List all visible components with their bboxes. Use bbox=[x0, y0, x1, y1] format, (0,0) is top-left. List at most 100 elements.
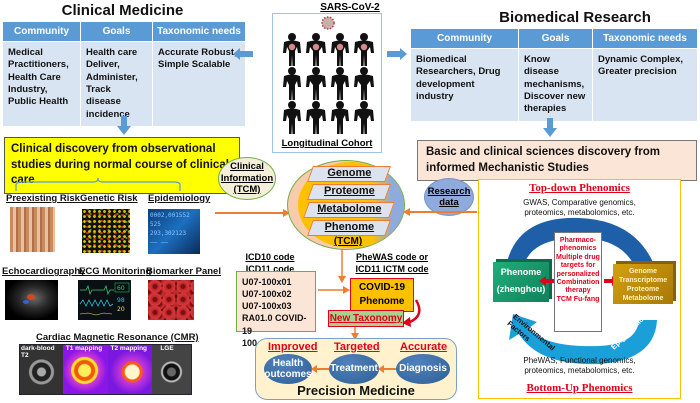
infected-lung-icon bbox=[336, 43, 344, 51]
person-silhouette-icon bbox=[283, 33, 301, 66]
panel-label-ecg-monitoring: ECG Monitoring bbox=[79, 266, 152, 277]
node-treatment: Treatment bbox=[329, 354, 379, 384]
panel-label-genetic-risk: Genetic Risk bbox=[80, 193, 138, 204]
person-silhouette-icon bbox=[354, 101, 374, 134]
cmr-title: Cardiac Magnetic Resonance (CMR) bbox=[36, 332, 199, 343]
virus-title: SARS-CoV-2 bbox=[320, 2, 380, 13]
precision-medicine-box: Improved Targeted Accurate Health outcom… bbox=[255, 338, 457, 400]
table-cell: Health care Deliver, Administer, Track d… bbox=[80, 40, 153, 128]
biomedical-research-table: Community Goals Taxonomic needs Biomedic… bbox=[410, 28, 698, 122]
infected-lung-icon bbox=[312, 43, 320, 51]
ecg-monitor-image: 60 98 20 bbox=[78, 280, 131, 320]
layer-metabolome: Metabolome bbox=[303, 202, 395, 218]
table-cell: Know disease mechanisms, Discover new th… bbox=[518, 48, 593, 122]
down-arrow-icon bbox=[117, 116, 131, 135]
flow-arrows bbox=[311, 365, 396, 373]
bottom-up-text: PheWAS, Functional genomics, proteomics,… bbox=[523, 356, 636, 376]
person-silhouette-icon bbox=[283, 101, 301, 134]
left-arrow-icon bbox=[233, 48, 253, 60]
pharmacophenomics-box: Pharmaco- phenomics Multiple drug target… bbox=[554, 232, 602, 332]
phenome-box: Phenome (zhenghou) bbox=[493, 262, 549, 302]
qualifier-improved: Improved bbox=[268, 341, 318, 353]
phenomics-panel: Top-down Phenomics GWAS, Comparative gen… bbox=[478, 179, 681, 399]
table-cell: Accurate Robust, Simple Scalable bbox=[152, 40, 246, 128]
tcm-label: (TCM) bbox=[333, 236, 363, 247]
top-down-title: Top-down Phenomics bbox=[529, 182, 630, 194]
table-cell: Dynamic Complex, Greater precision bbox=[592, 48, 698, 122]
person-silhouette-icon bbox=[306, 67, 326, 100]
cmr-panel: dark-blood T2 bbox=[20, 345, 63, 394]
bidirectional-red-arrows bbox=[539, 276, 619, 286]
mechanistic-discovery-box: Basic and clinical sciences discovery fr… bbox=[417, 140, 697, 182]
clinical-medicine-table: Community Goals Taxonomic needs Medical … bbox=[2, 21, 246, 128]
node-diagnosis: Diagnosis bbox=[396, 354, 450, 384]
clinical-information-oval: Clinical Information (TCM) bbox=[218, 157, 276, 200]
ecg-value-spo2: 98 bbox=[117, 297, 125, 304]
table-header: Taxonomic needs bbox=[592, 28, 698, 49]
qualifier-accurate: Accurate bbox=[400, 341, 448, 353]
layer-genome: Genome bbox=[307, 166, 391, 182]
cmr-panel: LGE bbox=[152, 345, 191, 394]
ecg-value-resp: 20 bbox=[117, 306, 125, 313]
layer-phenome: Phenome bbox=[307, 220, 391, 236]
panel-label-biomarker-panel: Biomarker Panel bbox=[146, 266, 221, 277]
cmr-panel: T2 mapping bbox=[107, 345, 153, 394]
cohort-figures bbox=[283, 16, 374, 134]
clinical-medicine-title: Clinical Medicine bbox=[61, 2, 184, 19]
panel-label-preexisting-risk: Preexisting Risk bbox=[6, 193, 80, 204]
icd-code: U07-100x03 bbox=[242, 301, 292, 312]
biomedical-research-title: Biomedical Research bbox=[499, 9, 651, 26]
table-header: Goals bbox=[80, 21, 153, 42]
table-header: Community bbox=[410, 28, 519, 49]
phewas-header: PheWAS code or ICD11 ICTM code bbox=[355, 252, 429, 275]
genetic-risk-image bbox=[82, 209, 130, 253]
person-silhouette-icon bbox=[331, 33, 349, 66]
layer-proteome: Proteome bbox=[307, 184, 391, 200]
infected-lung-icon bbox=[288, 43, 296, 51]
icd-code: U07-100x02 bbox=[242, 289, 292, 300]
icd-code: U07-100x01 bbox=[242, 277, 292, 287]
ecg-value-hr: 60 bbox=[117, 285, 125, 292]
person-silhouette-icon bbox=[354, 67, 374, 100]
cycle-arrows bbox=[507, 217, 665, 365]
person-silhouette-icon bbox=[331, 101, 349, 134]
new-taxonomy-box: New Taxonomy bbox=[328, 310, 404, 327]
cmr-panel: T1 mapping bbox=[62, 345, 108, 394]
precision-medicine-title: Precision Medicine bbox=[297, 383, 415, 398]
person-silhouette-icon bbox=[354, 33, 374, 66]
icd-codes-box: U07-100x01 U07-100x02 U07-100x03 RA01.0 … bbox=[236, 271, 316, 348]
person-silhouette-icon bbox=[306, 33, 326, 66]
panel-label-epidemiology: Epidemiology bbox=[148, 193, 211, 204]
table-header: Community bbox=[2, 21, 81, 42]
preexisting-risk-image bbox=[10, 207, 55, 252]
person-silhouette-icon bbox=[331, 67, 349, 100]
qualifier-targeted: Targeted bbox=[334, 341, 380, 353]
table-header: Taxonomic needs bbox=[152, 21, 246, 42]
icd-header: ICD10 code ICD11 code bbox=[245, 252, 295, 275]
table-header: Goals bbox=[518, 28, 593, 49]
panel-label-echocardiography: Echocardiography bbox=[2, 266, 86, 277]
down-arrow-icon bbox=[543, 118, 557, 137]
infected-lung-icon bbox=[360, 43, 368, 51]
genome-box: Genome Transcriptome Proteome Metabolome bbox=[613, 264, 673, 304]
biomarker-panel-image bbox=[148, 280, 194, 320]
person-silhouette-icon bbox=[306, 101, 326, 134]
bracket-connector bbox=[15, 177, 181, 191]
top-down-text: GWAS, Comparative genomics, proteomics, … bbox=[523, 198, 636, 218]
covid-phenome-box: COVID-19 Phenome bbox=[350, 278, 414, 312]
research-data-oval: Research data bbox=[424, 178, 474, 216]
table-cell: Biomedical Researchers, Drug development… bbox=[410, 48, 519, 122]
cmr-image-strip: dark-blood T2 T1 mapping T2 mapping LGE bbox=[19, 344, 192, 395]
node-health-outcomes: Health outcomes bbox=[264, 354, 312, 384]
cohort-label: Longitudinal Cohort bbox=[281, 138, 373, 149]
icd-code: RA01.0 COVID-19 bbox=[242, 313, 307, 336]
virus-icon bbox=[321, 16, 335, 30]
person-silhouette-icon bbox=[283, 67, 301, 100]
echocardiography-image bbox=[5, 280, 58, 320]
right-arrow-icon bbox=[387, 48, 407, 60]
clinical-discovery-box: Clinical discovery from observational st… bbox=[4, 137, 240, 194]
table-cell: Medical Practitioners, Health Care Indus… bbox=[2, 40, 81, 128]
cohort-box: Longitudinal Cohort bbox=[272, 13, 382, 153]
bottom-up-title: Bottom-Up Phenomics bbox=[526, 382, 633, 394]
